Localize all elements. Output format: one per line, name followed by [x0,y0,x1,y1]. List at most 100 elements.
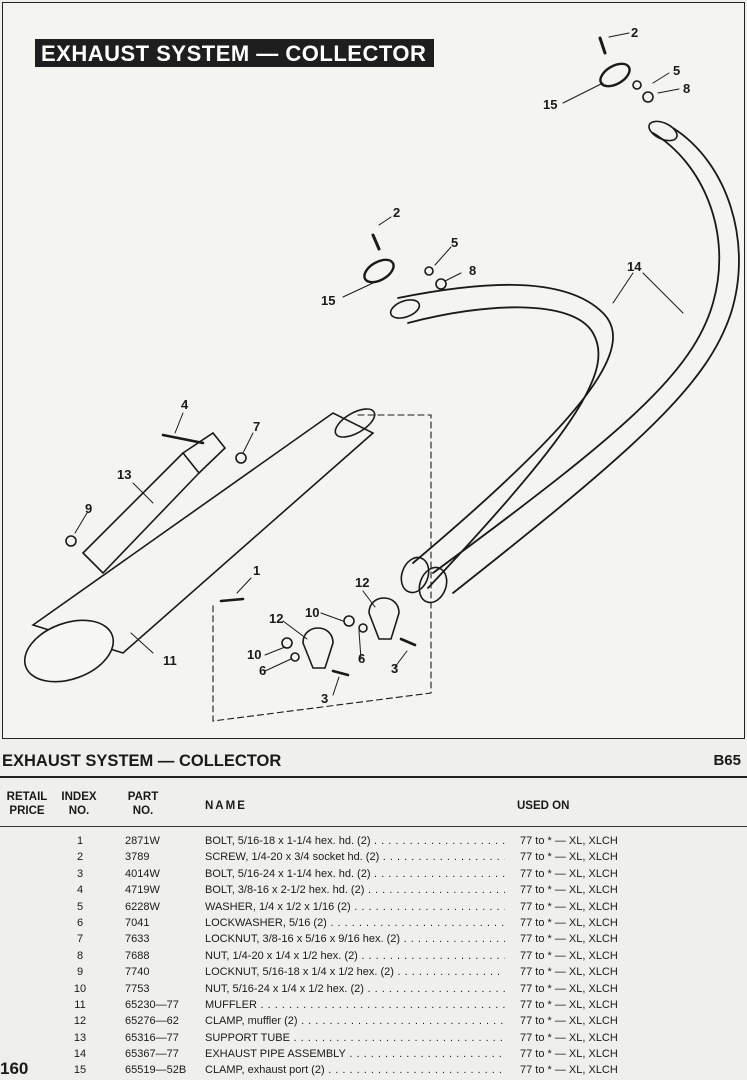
row-index: 11 [74,998,86,1011]
row-index: 13 [73,1031,87,1044]
row-used-on: 77 to * — XL, XLCH [517,833,618,849]
row-used-on: 77 to * — XL, XLCH [517,914,618,931]
row-used-on: 77 to * — XL, XLCH [517,898,618,915]
page-number: 160 [0,1059,29,1078]
header-used-on: USED ON [517,800,570,812]
row-used-on: 77 to * — XL, XLCH [517,849,618,866]
muffler-inlet [334,408,376,438]
row-part-no: 65276—62 [125,1015,179,1028]
row-index: 15 [73,1064,87,1077]
callout-3-left: 3 [321,691,328,706]
exhaust-pipe-rear [397,283,614,564]
row-used-on: 77 to * — XL, XLCH [517,865,618,882]
callout-8-lower: 8 [469,263,476,278]
callout-15-upper: 15 [543,97,557,112]
row-index: 6 [76,916,84,929]
row-name: SUPPORT TUBE [205,1030,505,1046]
row-name: WASHER, 1/4 x 1/2 x 1/16 (2) [205,899,505,915]
row-part-no: 7740 [125,966,150,979]
row-index: 5 [76,900,84,913]
row-used-on: 77 to * — XL, XLCH [517,1013,618,1030]
callout-12-left: 12 [269,611,283,626]
table-row: 2 3789 SCREW, 1/4-20 x 3/4 socket hd. (2) 7… [0,849,747,866]
header-retail-price: RETAIL PRICE [6,791,48,817]
exploded-parts-diagram: 2 5 8 15 2 5 8 15 14 4 7 13 9 1 11 12 12… [2,2,745,739]
row-part-no: 3789 [125,851,150,864]
row-part-no: 65367—77 [125,1048,179,1061]
callout-1: 1 [253,563,260,578]
header-name: NAME [205,800,247,812]
row-used-on: 77 to * — XL, XLCH [517,964,618,981]
row-part-no: 7633 [125,933,150,946]
row-name: NUT, 5/16-24 x 1/4 x 1/2 hex. (2) [205,981,505,997]
callout-6-right: 6 [358,651,365,666]
row-used-on: 77 to * — XL, XLCH [517,1046,618,1063]
row-used-on: 77 to * — XL, XLCH [517,947,618,964]
callout-6-left: 6 [259,663,266,678]
header-index-no: INDEX NO. [61,791,97,817]
callout-7: 7 [253,419,260,434]
muffler-outlet [23,619,115,683]
row-part-no: 7688 [125,949,150,962]
callout-10-lower: 10 [247,647,261,662]
row-index: 4 [76,884,84,897]
callout-8-upper: 8 [683,81,690,96]
row-index: 2 [76,851,84,864]
row-used-on: 77 to * — XL, XLCH [517,1029,618,1046]
row-name: LOCKNUT, 5/16-18 x 1/4 x 1/2 hex. (2) [205,964,505,980]
row-name: EXHAUST PIPE ASSEMBLY [205,1046,505,1062]
section-title: EXHAUST SYSTEM — COLLECTOR [2,752,282,770]
row-used-on: 77 to * — XL, XLCH [517,882,618,899]
row-index: 7 [76,933,84,946]
table-row: 4 4719W BOLT, 3/8-16 x 2-1/2 hex. hd. (2) 7… [0,882,747,899]
callout-3-right: 3 [391,661,398,676]
row-used-on: 77 to * — XL, XLCH [517,1062,618,1079]
row-index: 12 [73,1015,87,1028]
callout-5-lower: 5 [451,235,458,250]
callout-2-lower: 2 [393,205,400,220]
table-row: 13 65316—77 SUPPORT TUBE 77 to * — XL, XLCH [0,1029,747,1046]
row-index: 3 [76,867,84,880]
row-name: CLAMP, muffler (2) [205,1013,505,1029]
muffler [31,412,375,654]
row-index: 9 [76,966,84,979]
header-part-no: PART NO. [127,791,159,817]
exhaust-clamp-lower [363,258,395,284]
row-name: CLAMP, exhaust port (2) [205,1062,505,1078]
row-part-no: 4719W [125,884,160,897]
callout-9: 9 [85,501,92,516]
callout-15-lower: 15 [321,293,335,308]
callout-2-upper: 2 [631,25,638,40]
callout-4: 4 [181,397,189,412]
row-used-on: 77 to * — XL, XLCH [517,931,618,948]
section-rule [0,776,747,778]
row-name: SCREW, 1/4-20 x 3/4 socket hd. (2) [205,849,505,865]
row-part-no: 7041 [125,916,150,929]
row-name: BOLT, 5/16-24 x 1-1/4 hex. hd. (2) [205,866,505,882]
row-part-no: 65519—52B [125,1064,187,1077]
table-row: 6 7041 LOCKWASHER, 5/16 (2) 77 to * — XL, X… [0,914,747,931]
diagram-drawing: 2 5 8 15 2 5 8 15 14 4 7 13 9 1 11 12 12… [23,25,740,722]
row-used-on: 77 to * — XL, XLCH [517,980,618,997]
diagram-banner: EXHAUST SYSTEM — COLLECTOR [35,39,435,67]
callout-12-right: 12 [355,575,369,590]
row-name: BOLT, 5/16-18 x 1-1/4 hex. hd. (2) [205,833,505,849]
row-name: NUT, 1/4-20 x 1/4 x 1/2 hex. (2) [205,948,505,964]
exhaust-pipe-rear-inner [407,306,600,589]
row-part-no: 65316—77 [125,1031,179,1044]
muffler-clamp-left [302,627,334,669]
muffler-clamp-right [368,597,400,640]
callout-13: 13 [117,467,131,482]
row-name: LOCKWASHER, 5/16 (2) [205,915,505,931]
callout-14: 14 [627,259,642,274]
callout-5-upper: 5 [673,63,680,78]
row-name: BOLT, 3/8-16 x 2-1/2 hex. hd. (2) [205,882,505,898]
header-rule [0,826,747,827]
